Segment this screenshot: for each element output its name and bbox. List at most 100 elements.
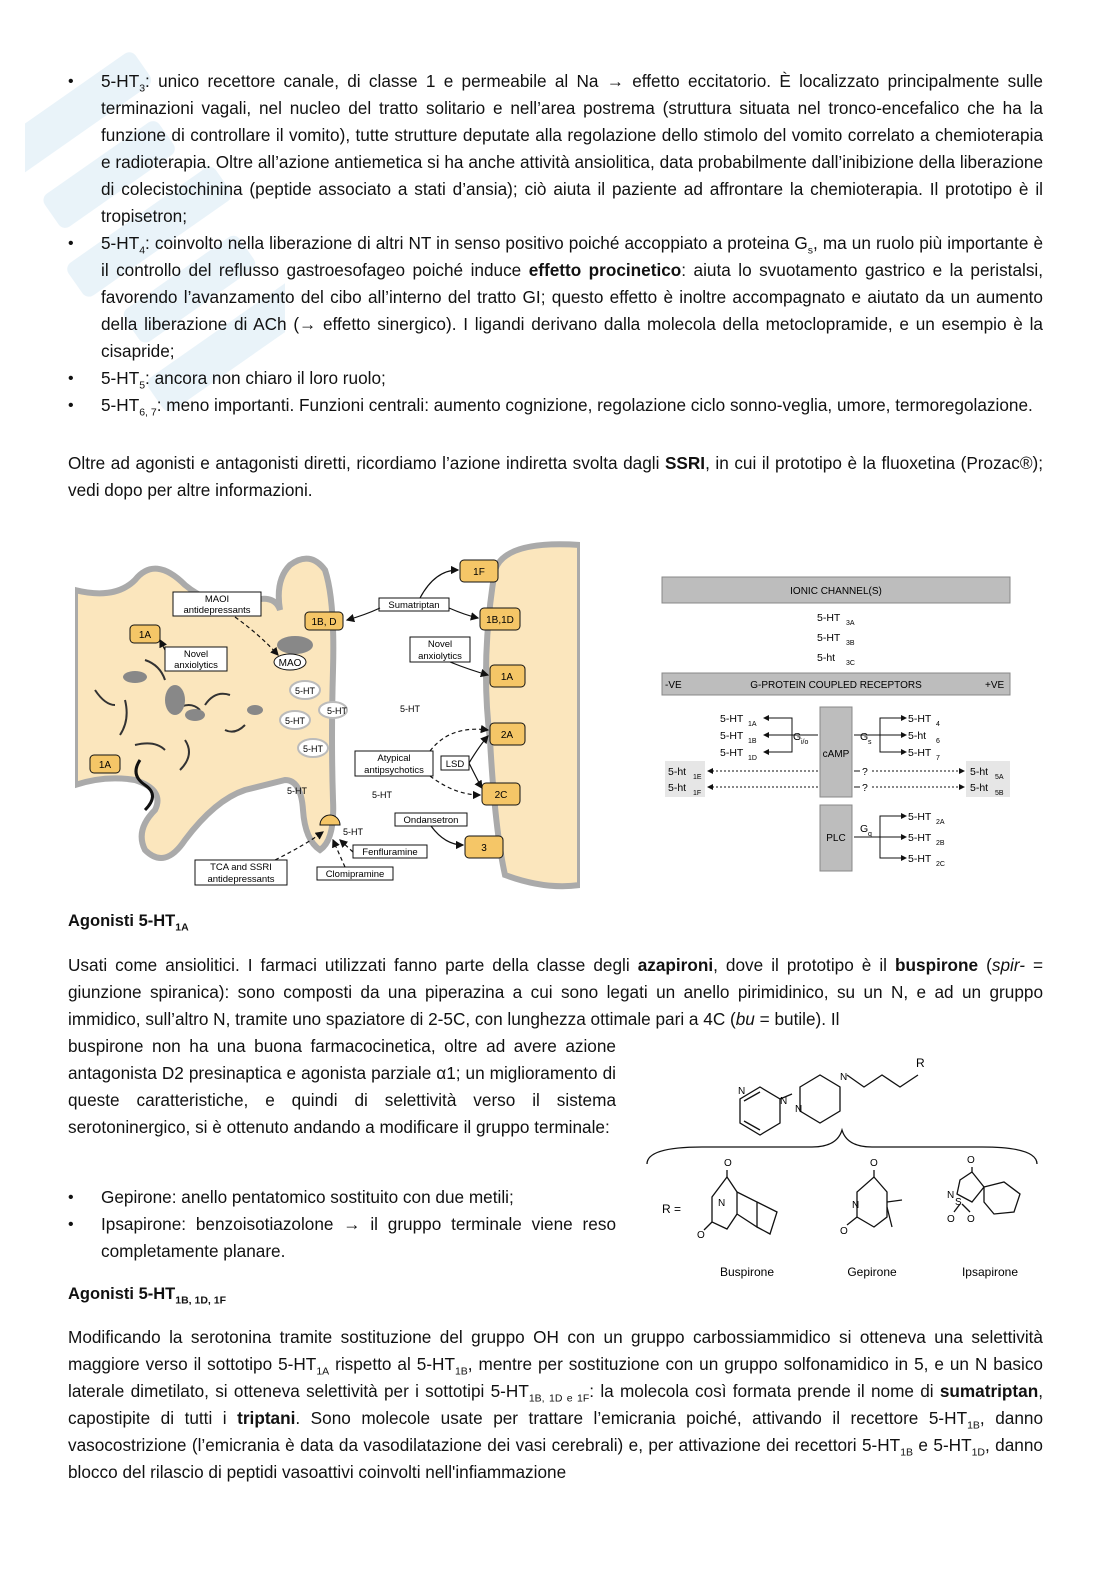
receptor-3-box: 3 (464, 835, 504, 859)
heading-5ht1a-agonists: Agonisti 5-HT1A (68, 912, 189, 934)
nucleus-icon (165, 685, 185, 715)
svg-text:1A: 1A (501, 672, 514, 683)
svg-text:5-HT: 5-HT (908, 811, 932, 823)
analog-bullet-list: Gepirone: anello pentatomico sostituito … (68, 1184, 616, 1265)
plc-column (819, 804, 853, 872)
svg-text:N: N (840, 1072, 847, 1083)
mao-label: MAO (279, 658, 302, 669)
postsynaptic-cell (483, 541, 580, 890)
squiggle-icon (134, 759, 154, 812)
svg-text:5-HT: 5-HT (400, 704, 421, 714)
svg-text:G: G (860, 731, 868, 743)
receptor-1a-post-box: 1A (489, 664, 526, 688)
svg-text:1F: 1F (693, 790, 701, 797)
svg-text:Novel: Novel (184, 649, 208, 660)
list-item: 5-HT4: coinvolto nella liberazione di al… (68, 230, 1043, 365)
svg-text:5-HT: 5-HT (327, 706, 348, 716)
svg-text:1A: 1A (748, 721, 757, 728)
azapirone-structures: R N N N N R = O N O O N O O N S O O Busp… (646, 1056, 1038, 1279)
svg-text:O: O (724, 1158, 732, 1169)
svg-text:N: N (718, 1198, 725, 1209)
receptor-1b1d-box: 1B,1D (479, 607, 521, 631)
svg-text:R =: R = (662, 1202, 681, 1216)
svg-text:5-HT: 5-HT (817, 612, 841, 624)
azapirones-paragraph: Usati come ansiolitici. I farmaci utiliz… (68, 955, 1044, 1029)
svg-text:5-HT: 5-HT (295, 686, 316, 696)
mitochondrion-icon (247, 705, 263, 715)
svg-text:5-HT: 5-HT (908, 747, 932, 759)
svg-text:i/o: i/o (801, 739, 809, 746)
svg-text:6: 6 (936, 738, 940, 745)
svg-text:G: G (793, 731, 801, 743)
svg-text:PLC: PLC (826, 833, 845, 844)
mao-enzyme (273, 653, 307, 671)
svg-text:Gepirone: Gepirone (847, 1265, 897, 1279)
svg-text:-VE: -VE (665, 680, 682, 691)
svg-text:N: N (738, 1086, 745, 1097)
svg-text:5-ht: 5-ht (668, 782, 686, 794)
microtubules-icon (94, 659, 246, 771)
svg-text:G-PROTEIN COUPLED RECEPTORS: G-PROTEIN COUPLED RECEPTORS (750, 680, 922, 691)
svg-text:N: N (780, 1096, 787, 1107)
lsd-label: LSD (440, 755, 470, 771)
svg-text:4: 4 (936, 721, 940, 728)
svg-text:?: ? (862, 766, 868, 778)
vesicle (279, 710, 311, 730)
fenfluramine-label: Fenfluramine (352, 844, 428, 859)
svg-text:O: O (697, 1230, 705, 1241)
buspirone-paragraph: buspirone non ha una buona farmacocineti… (68, 1036, 616, 1137)
svg-text:N: N (795, 1104, 802, 1115)
svg-text:Atypical: Atypical (377, 753, 410, 764)
svg-text:Buspirone: Buspirone (720, 1265, 774, 1279)
svg-text:5-HT: 5-HT (285, 716, 306, 726)
svg-text:5-HT: 5-HT (372, 790, 393, 800)
svg-text:anxiolytics: anxiolytics (418, 651, 462, 662)
list-item: Gepirone: anello pentatomico sostituito … (68, 1184, 616, 1211)
heading-5ht1b-agonists: Agonisti 5-HT1B, 1D, 1F (68, 1285, 227, 1307)
gpcr-bar (661, 672, 1011, 696)
svg-text:O: O (840, 1226, 848, 1237)
svg-text:?: ? (862, 782, 868, 794)
svg-text:MAOI: MAOI (205, 594, 229, 605)
receptor-1a-pre-box: 1A (129, 624, 161, 644)
svg-text:5-HT: 5-HT (908, 853, 932, 865)
svg-text:antidepressants: antidepressants (183, 605, 250, 616)
receptor-1f-box: 1F (459, 559, 499, 583)
camp-column (819, 706, 853, 798)
svg-text:Fenfluramine: Fenfluramine (362, 847, 417, 858)
mitochondrion-icon (277, 636, 313, 654)
svg-text:O: O (870, 1158, 878, 1169)
svg-text:O: O (967, 1214, 975, 1225)
svg-text:7: 7 (936, 755, 940, 762)
vesicle (289, 680, 321, 700)
list-item: 5-HT5: ancora non chiaro il loro ruolo; (68, 365, 1043, 392)
svg-text:Ondansetron: Ondansetron (404, 815, 459, 826)
vesicle (297, 738, 329, 758)
svg-text:q: q (868, 831, 872, 838)
svg-text:+VE: +VE (985, 680, 1005, 691)
svg-text:S: S (955, 1197, 962, 1208)
ondansetron-label: Ondansetron (394, 812, 468, 827)
svg-text:N: N (852, 1200, 859, 1211)
svg-text:LSD: LSD (446, 759, 465, 770)
svg-text:O: O (947, 1214, 955, 1225)
svg-text:3A: 3A (846, 620, 855, 627)
svg-text:5-HT: 5-HT (817, 632, 841, 644)
receptor-2a-box: 2A (489, 722, 526, 746)
svg-text:1F: 1F (473, 567, 485, 578)
reuptake-transporter (319, 814, 341, 826)
receptor-bullet-list: 5-HT3: unico recettore canale, di classe… (68, 68, 1043, 419)
svg-text:5-HT: 5-HT (720, 730, 744, 742)
svg-text:s: s (868, 739, 872, 746)
svg-text:1E: 1E (693, 774, 702, 781)
svg-text:Sumatriptan: Sumatriptan (388, 600, 439, 611)
svg-text:5A: 5A (995, 774, 1004, 781)
svg-text:1A: 1A (99, 760, 112, 771)
svg-text:2A: 2A (501, 730, 514, 741)
svg-text:3: 3 (481, 843, 487, 854)
svg-text:2C: 2C (495, 790, 508, 801)
svg-text:IONIC CHANNEL(S): IONIC CHANNEL(S) (790, 586, 882, 597)
svg-text:2B: 2B (936, 840, 945, 847)
